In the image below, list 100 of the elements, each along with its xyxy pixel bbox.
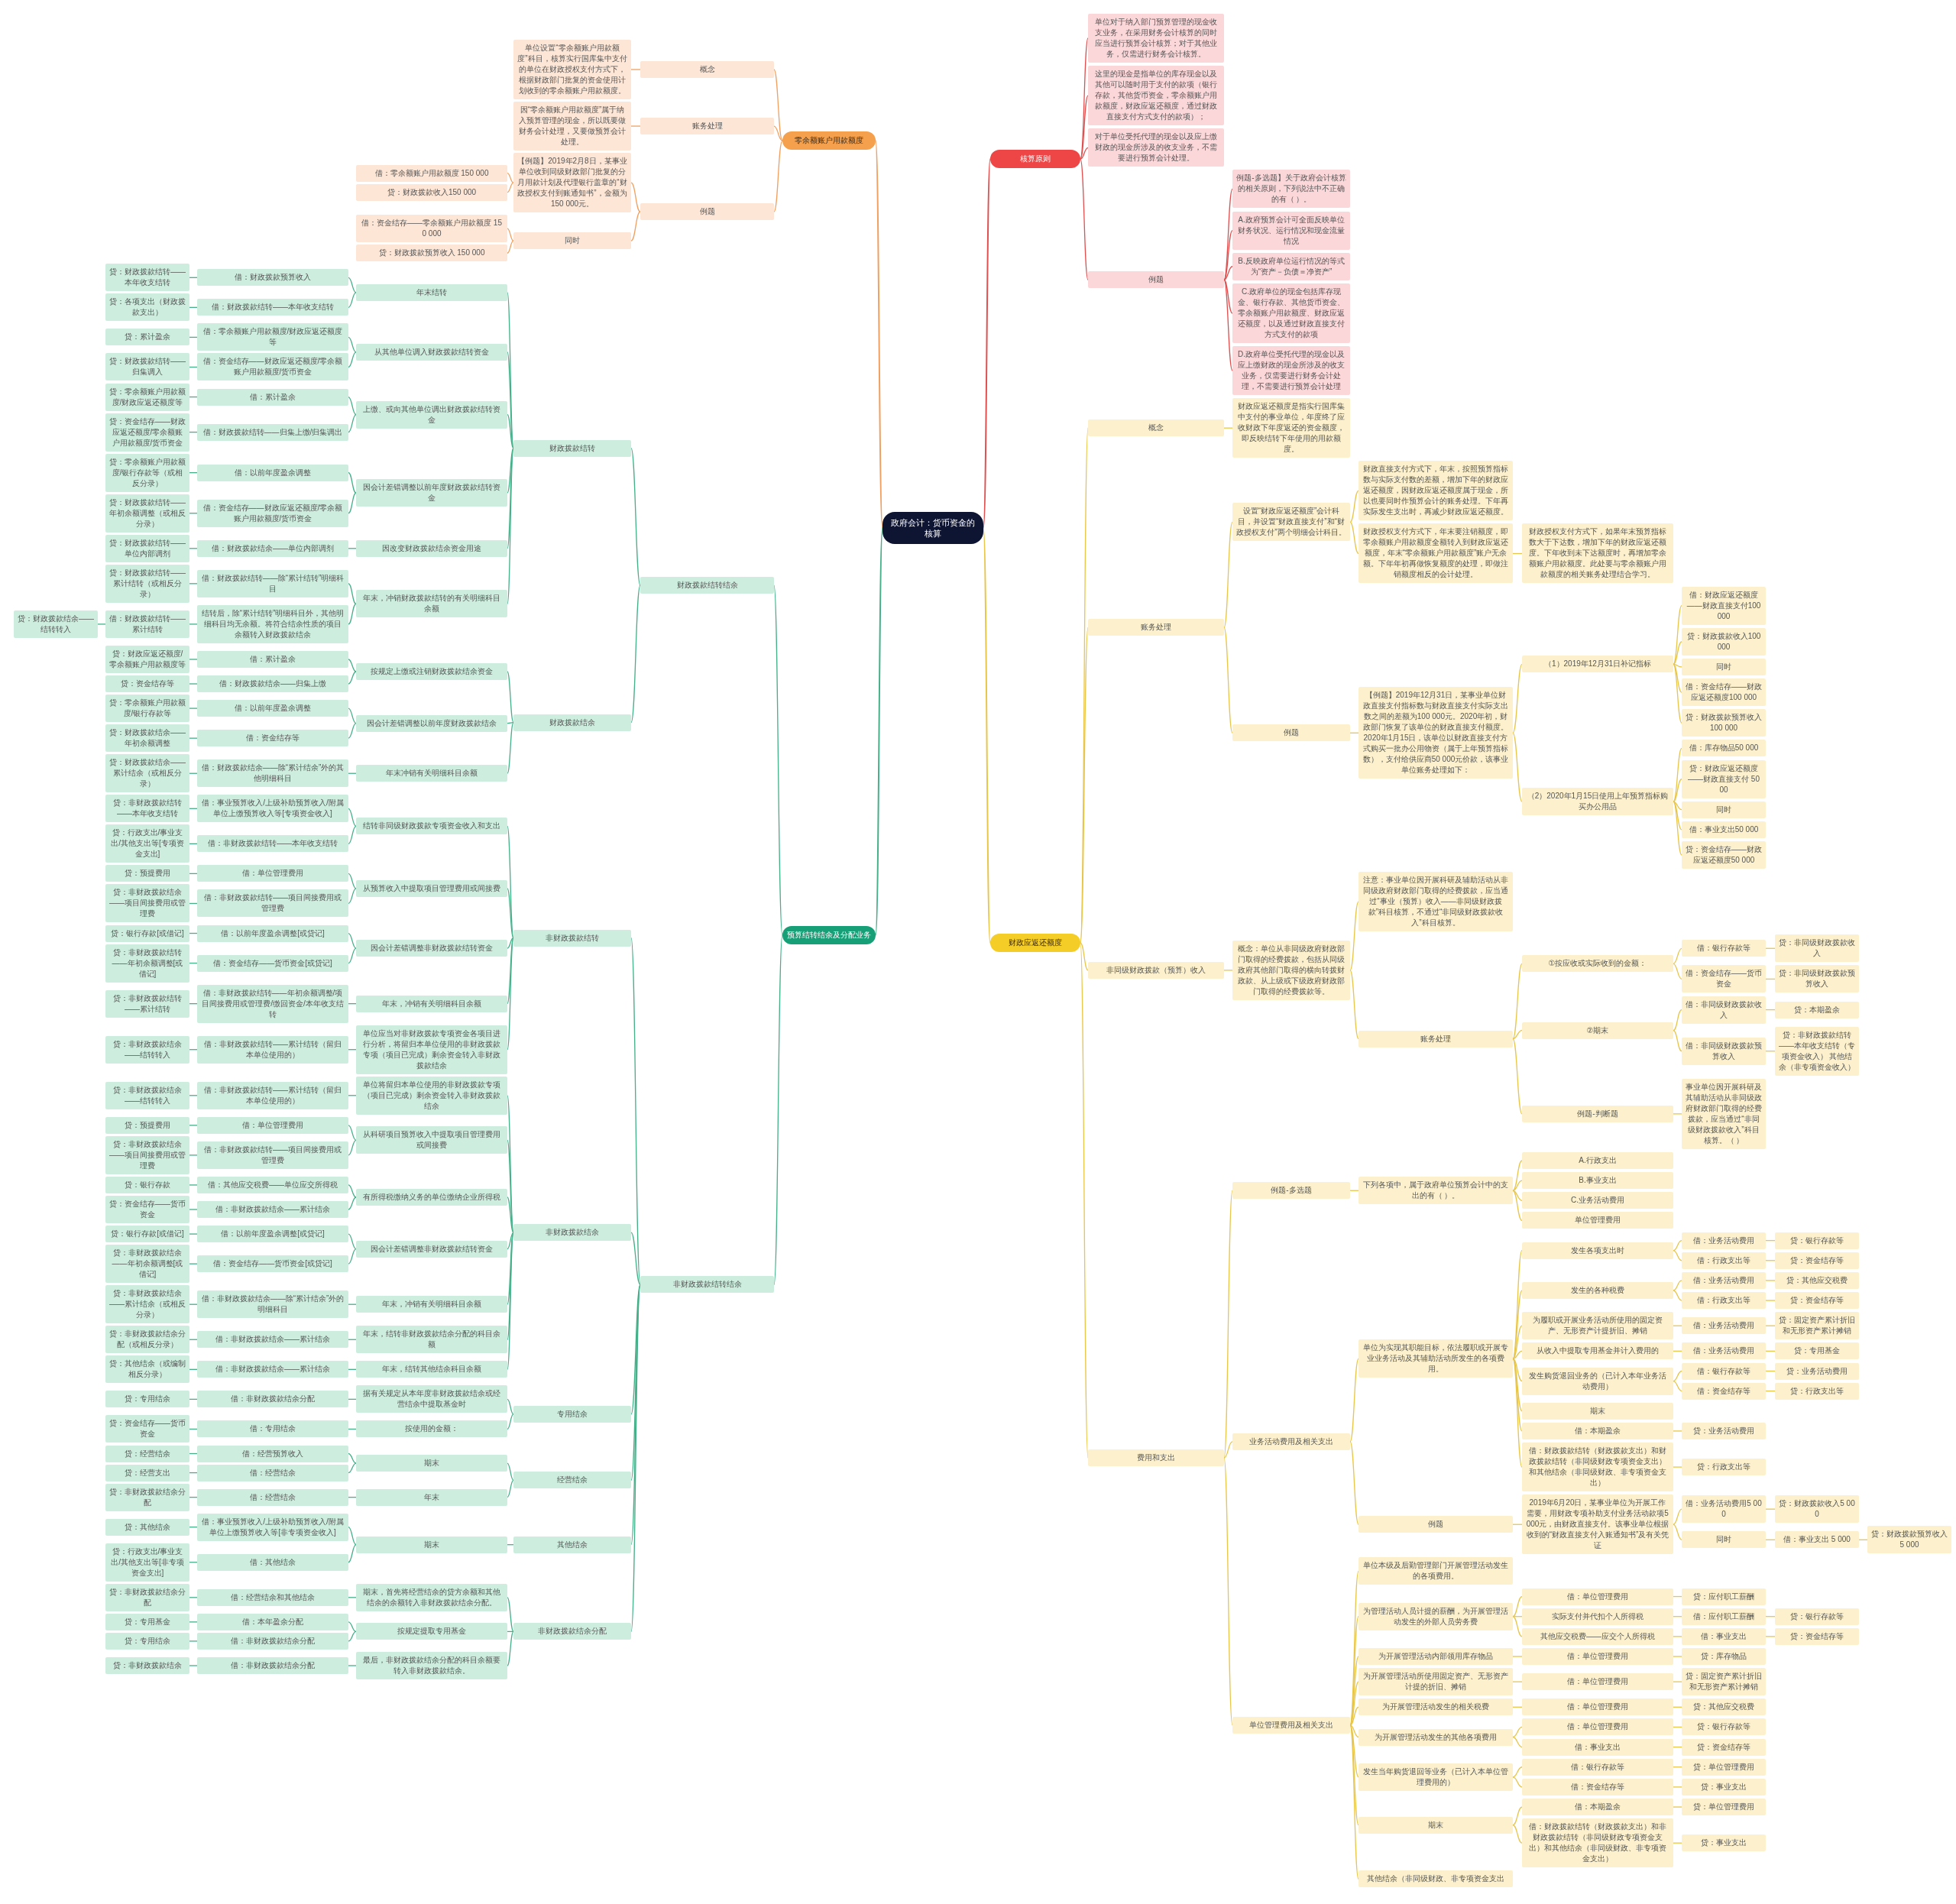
topic-box: 贷：银行存款[或借记]: [105, 924, 189, 942]
topic-box: 例题-多选题: [1232, 1182, 1350, 1200]
topic-box: 贷：银行存款: [105, 1176, 189, 1193]
topic-box: 这里的现金是指单位的库存现金以及其他可以随时用于支付的款项（银行存款，其他货币资金，零余额账户用款额度，财政应返还额度，通过财政直接支付方式支付的款项）；: [1088, 66, 1224, 126]
topic-box: 有所得税缴纳义务的单位缴纳企业所得税: [356, 1189, 507, 1206]
topic-box: 财政授权支付方式下，年末要注销额度，即零余额账户用款额度全额转入到财政应返还额度，年末“零余额账户用款额度”账户无余额。下年年初再做恢复额度的处理，即做注销额度相反的会计处理。: [1359, 523, 1513, 584]
connector-line: [1223, 521, 1233, 628]
topic-box: 借：非财政拨款结转——项目间接费用或管理费: [197, 1141, 348, 1169]
topic-box: C.政府单位的现金包括库存现金、银行存款、其他货币资金、零余额账户用款额度、财政应返还额度，以及通过财政直接支付方式支付的款项: [1232, 283, 1350, 343]
connector-line: [507, 721, 514, 774]
topic-box: 发生当年购货退回等业务（已计入本单位管理费用的）: [1359, 1763, 1513, 1791]
topic-box: 贷：非财政拨款结余——项目间接费用或管理费: [105, 884, 189, 923]
topic-box: 贷：非财政拨款结转——本年收支结转: [105, 795, 189, 823]
topic-box: 借：单位管理费用: [1522, 1718, 1673, 1736]
connector-line: [630, 69, 641, 70]
connector-line: [348, 1452, 357, 1464]
connector-line: [1512, 732, 1523, 802]
topic-box: 借：非同级财政拨款预算收入: [1682, 1037, 1766, 1065]
topic-box: 贷：财政拨款结转——单位内部调剂: [105, 534, 189, 562]
connector-line: [507, 1139, 514, 1233]
topic-box: 借：行政支出等: [1682, 1292, 1766, 1310]
connector-line: [773, 125, 783, 141]
connector-line: [1673, 1806, 1682, 1808]
topic-box: 例题-多选题】关于政府会计核算的相关原则，下列说法中不正确的有（ ）。: [1232, 170, 1350, 209]
topic-box: 贷：银行存款等: [1775, 1232, 1859, 1249]
topic-box: 借：非财政拨款结转——项目间接费用或管理费: [197, 889, 348, 918]
topic-box: 结转非同级财政拨款专项资金收入和支出: [356, 818, 507, 835]
topic-box: 单位设置“零余额账户用款额度”科目，核算实行国库集中支付的单位在财政授权支付方式下，根据财政部门批复的资金使用计划收到的零余额账户用款额度。: [513, 40, 631, 99]
topic-box: 贷：零余额账户用款额度/银行存款等: [105, 695, 189, 723]
connector-line: [189, 708, 198, 709]
topic-box: 其他结余: [513, 1536, 631, 1553]
topic-box: 借：非财政拨款结转——本年收支结转: [197, 835, 348, 853]
connector-line: [189, 1665, 198, 1666]
topic-box: 非财政拨款结转结余: [640, 1276, 774, 1294]
topic-box: 借：非财政拨款结余——累计结余: [197, 1331, 348, 1349]
topic-box: 财政直接支付方式下，年末，按照预算指标数与实际支付数的差额，增加下年的财政应返还额度，因财政应返还额度属于现金，所以也要同时作预算会计的账务处理。下年再实际发生支出时，再减少财政应返还额度。: [1359, 461, 1513, 521]
topic-box: 借：行政支出等: [1682, 1252, 1766, 1269]
connector-line: [1512, 1180, 1523, 1191]
topic-box: 借：财政拨款预算收入: [197, 269, 348, 287]
topic-box: 贷：其他应交税费: [1682, 1698, 1766, 1716]
topic-box: 借：零余额账户用款额度/财政应返还额度等: [197, 323, 348, 351]
topic-box: 贷：财政拨款收入100 000: [1682, 627, 1766, 656]
topic-box: 贷：资金结存等: [105, 675, 189, 693]
topic-box: 借：资金结存等: [197, 730, 348, 747]
topic-box: 贷：资金结存——财政应返还额度50 000: [1682, 840, 1766, 869]
topic-box: 贷：业务活动费用: [1775, 1362, 1859, 1380]
connector-line: [1673, 747, 1682, 802]
connector-line: [1080, 37, 1089, 160]
connector-line: [1349, 901, 1359, 971]
connector-line: [630, 211, 641, 241]
topic-box: 结转后，除“累计结转”明细科目外，其他明细科目均无余额。将符合结余性质的项目余额转入财政拨款结余: [197, 604, 348, 643]
topic-box: 贷：财政拨款预算收入100 000: [1682, 709, 1766, 737]
topic-box: 贷：资金结存等: [1775, 1252, 1859, 1269]
connector-line: [773, 69, 783, 141]
connector-line: [348, 723, 357, 739]
topic-box: 按使用的金额：: [356, 1420, 507, 1438]
topic-box: 年末，冲销财政拨款结转的有关明细科目余额: [356, 590, 507, 618]
topic-box: 借：业务活动费用: [1682, 1317, 1766, 1335]
topic-box: 贷：行政支出等: [1682, 1459, 1766, 1476]
connector-line: [507, 1597, 514, 1633]
connector-line: [1512, 1325, 1523, 1360]
topic-box: 借：资金结存——货币资金[或贷记]: [197, 1255, 348, 1273]
connector-line: [1223, 1190, 1233, 1459]
connector-line: [1673, 1466, 1682, 1468]
topic-box: 按规定提取专用基金: [356, 1623, 507, 1640]
topic-box: 借：单位管理费用: [1522, 1588, 1673, 1605]
topic-box: 因会计差错调整非财政拨款结转资金: [356, 940, 507, 957]
topic-box: 例题: [1232, 724, 1350, 742]
topic-box: 贷：事业支出: [1682, 1834, 1766, 1852]
connector-line: [348, 708, 357, 724]
topic-box: 借：财政拨款结余——除“累计结余”外的其他明细科目: [197, 759, 348, 788]
connector-line: [1673, 1009, 1682, 1031]
topic-box: 因改变财政拨款结余资金用途: [356, 539, 507, 557]
topic-box: 贷：库存物品: [1682, 1648, 1766, 1665]
topic-box: 对于单位受托代理的现金以及应上缴财政的现金所涉及的收支业务，不需要进行预算会计处理。: [1088, 128, 1224, 167]
root-topic: 政府会计：货币资金的核算: [882, 512, 983, 544]
topic-box: 年末，结转非财政拨款结余分配的科目余额: [356, 1326, 507, 1354]
connector-line: [1512, 1726, 1523, 1738]
topic-box: 借：资金结存——财政应返还额度/零余额账户用款额度/货币资金: [197, 499, 348, 527]
connector-line: [1512, 1358, 1523, 1382]
topic-box: 贷：非财政拨款结余——结转转入: [105, 1035, 189, 1064]
connector-line: [1673, 778, 1682, 802]
connector-line: [507, 825, 514, 939]
connector-line: [348, 1248, 357, 1264]
topic-box: 借：以前年度盈余调整[或贷记]: [197, 1226, 348, 1243]
topic-box: 贷：资金结存等: [1682, 1738, 1766, 1756]
connector-line: [348, 1462, 357, 1474]
connector-line: [630, 1232, 641, 1286]
connector-line: [1765, 1636, 1776, 1637]
connector-line: [1673, 947, 1682, 964]
connector-line: [1349, 1681, 1359, 1726]
topic-box: 发生购货退回业务的（已计入本年业务活动费用）: [1522, 1367, 1673, 1395]
connector-line: [189, 1621, 198, 1623]
connector-line: [507, 1398, 514, 1415]
connector-line: [1512, 1160, 1523, 1191]
connector-line: [348, 1665, 357, 1666]
topic-box: 贷：累计盈余: [105, 329, 189, 346]
connector-line: [1512, 1595, 1523, 1617]
topic-box: 借：业务活动费用: [1682, 1342, 1766, 1360]
connector-line: [348, 1125, 357, 1141]
